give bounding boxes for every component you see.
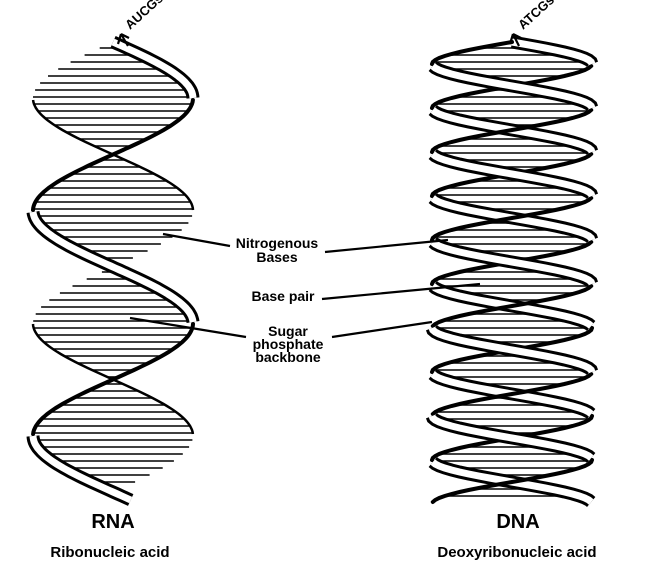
nitrogenous-bases-leader-left [163, 234, 230, 246]
rna-title: RNA [91, 511, 134, 533]
dna-strand-b-back-segment [432, 42, 512, 64]
rna-full-name: Ribonucleic acid [50, 544, 169, 561]
nitrogenous-bases-callout: Nitrogenous Bases [163, 234, 448, 265]
rna-strand-a-front-core [33, 212, 193, 322]
dna-full-name: Deoxyribonucleic acid [437, 544, 596, 561]
rna-backbone-edge [33, 100, 193, 210]
rna-bases-callout: AUCGs [118, 0, 166, 46]
rna-backbone-edge [33, 324, 193, 434]
backbone-leader-right [332, 322, 432, 337]
nitrogenous-bases-label-line2: Bases [256, 249, 297, 265]
dna-helix [432, 42, 592, 502]
backbone-label-line3: backbone [255, 349, 321, 365]
dna-bases-label: ATCGs [515, 0, 557, 32]
rna-bases-label: AUCGs [122, 0, 166, 32]
dna-title: DNA [496, 511, 539, 533]
rna-helix [33, 42, 193, 500]
base-pair-label: Base pair [251, 288, 315, 304]
